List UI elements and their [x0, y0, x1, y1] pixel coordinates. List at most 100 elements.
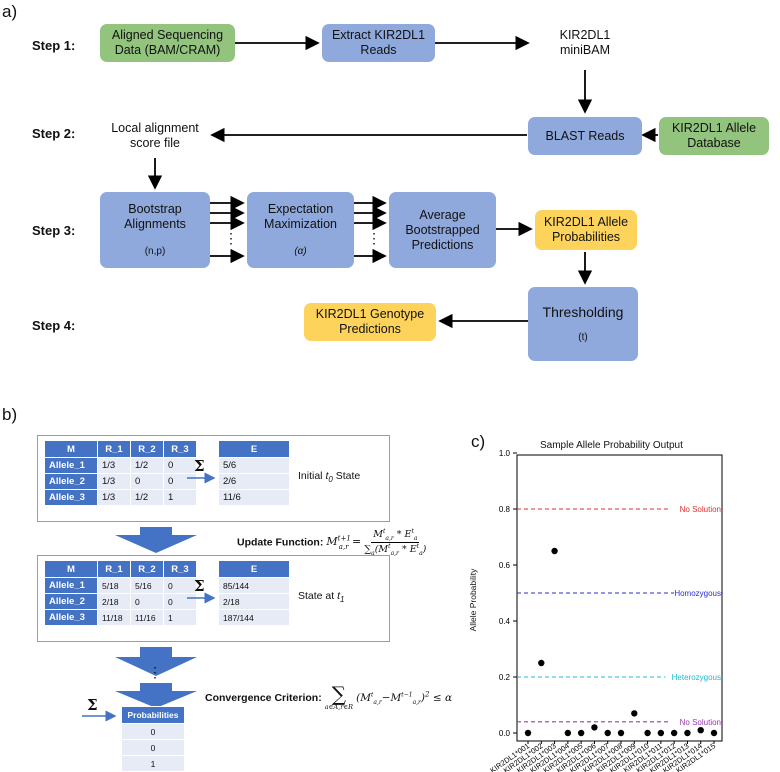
sigma-icon-2: Σ — [194, 577, 205, 595]
cell: 1 — [121, 755, 185, 772]
update-label: Update Function: — [237, 536, 324, 549]
aligned-data-box: Aligned Sequencing Data (BAM/CRAM) — [100, 24, 235, 62]
data-point — [551, 547, 558, 555]
threshold-label: No Solution — [680, 505, 721, 514]
data-point — [657, 729, 665, 737]
blast-reads-box: BLAST Reads — [528, 117, 642, 155]
data-point — [591, 724, 598, 731]
state-suffix: State — [335, 470, 361, 482]
cell: 0 — [130, 593, 164, 610]
ellipsis-b: ⋮ — [148, 664, 162, 680]
state-var: t — [337, 590, 341, 602]
cell: 2/6 — [218, 473, 290, 490]
y-tick-label: 0.4 — [499, 617, 511, 626]
thresholding-label: Thresholding — [542, 303, 624, 320]
e-table-t1: E 85/144 2/18 187/144 — [218, 560, 290, 626]
data-point — [524, 729, 532, 737]
initial-e-table: E 5/6 2/6 11/6 — [218, 440, 290, 506]
cell: 2/18 — [218, 593, 290, 610]
cell: 0 — [121, 739, 185, 756]
em-param: (α) — [294, 246, 307, 257]
panel-c-label: c) — [471, 432, 486, 451]
e-table-t0: E 5/6 2/6 11/6 — [218, 440, 290, 506]
threshold-label-bg — [669, 716, 721, 727]
bootstrap-param: (n,p) — [144, 246, 166, 257]
thresholding-param: (t) — [578, 332, 588, 344]
data-point — [564, 729, 572, 737]
ellipsis-2: ⋮ — [367, 230, 381, 246]
chart-title: Sample Allele Probability Output — [540, 440, 683, 451]
genotype-predictions-box: KIR2DL1 Genotype Predictions — [304, 303, 436, 341]
plot-frame — [516, 454, 723, 742]
cell: 11/6 — [218, 489, 290, 506]
update-fraction-icon: Mta,r * Eta ∑a(Mta,r * Eta) — [364, 528, 427, 558]
bootstrap-box: Bootstrap Alignments (n,p) — [100, 192, 210, 268]
row-header: Allele_3 — [44, 609, 98, 626]
update-lhs-icon: Mt+1a,r = — [326, 534, 362, 551]
ellipsis-1: ⋮ — [224, 230, 238, 246]
col-header: R_3 — [163, 560, 197, 578]
row-header: Allele_2 — [44, 593, 98, 610]
threshold-label-bg — [674, 588, 721, 598]
sigma-icon-3: Σ — [87, 696, 98, 714]
data-point — [644, 729, 651, 737]
cell: 1/2 — [130, 457, 164, 474]
data-point — [697, 727, 704, 734]
data-point — [684, 729, 691, 737]
state-text: State at — [298, 590, 335, 602]
y-tick-label: 0.0 — [499, 729, 511, 738]
panel-a-label: a) — [2, 2, 18, 21]
y-tick-label: 0.6 — [499, 561, 511, 570]
state-var: t — [325, 470, 329, 482]
state-text: Initial — [298, 470, 323, 482]
data-point — [710, 729, 718, 737]
score-file-label: Local alignment score file — [111, 121, 199, 150]
cell: 1/2 — [130, 489, 164, 506]
cell: 5/18 — [97, 577, 131, 594]
bootstrap-label: Bootstrap Alignments — [124, 202, 186, 231]
initial-state-frame — [37, 435, 390, 522]
cell: 1/3 — [97, 489, 131, 506]
col-header: R_2 — [130, 560, 164, 578]
panel-b-label: b) — [2, 405, 18, 424]
convergence-label: Convergence Criterion: — [205, 691, 322, 704]
probabilities-table-wrap: Probabilities 0 0 1 — [121, 706, 185, 772]
initial-state-label: Initial t0 State — [298, 470, 360, 484]
data-point — [604, 729, 611, 737]
threshold-label: Heterozygous — [672, 673, 721, 682]
col-header: Probabilities — [121, 706, 185, 724]
cell: 5/16 — [130, 577, 164, 594]
col-header: M — [44, 560, 98, 578]
t1-state-label: State at t1 — [298, 590, 345, 604]
cell: 1 — [163, 609, 197, 626]
minibam-label: KIR2DL1 miniBAM — [559, 28, 611, 57]
data-point — [577, 729, 585, 737]
cell: 1/3 — [97, 457, 131, 474]
thresholding-box: Thresholding (t) — [528, 287, 638, 361]
data-point — [670, 729, 678, 737]
threshold-label-bg — [669, 504, 721, 514]
allele-database-box: KIR2DL1 Allele Database — [659, 117, 769, 155]
step-2-label: Step 2: — [32, 126, 76, 141]
extract-reads-box: Extract KIR2DL1 Reads — [322, 24, 435, 62]
em-box: Expectation Maximization (α) — [247, 192, 354, 268]
sum-icon: ∑ a∈A,r∈R — [324, 682, 354, 711]
sigma-icon-1: Σ — [194, 457, 205, 475]
update-function: Update Function: Mt+1a,r = Mta,r * Eta ∑… — [237, 528, 426, 557]
convergence-criterion: Convergence Criterion: ∑ a∈A,r∈R (Mta,r−… — [205, 682, 452, 711]
cell: 11/16 — [130, 609, 164, 626]
data-point — [538, 659, 545, 667]
t1-e-table: E 85/144 2/18 187/144 — [218, 560, 290, 626]
threshold-label: No Solution — [680, 718, 721, 727]
data-point — [617, 729, 625, 737]
y-tick-label: 1.0 — [499, 449, 511, 458]
y-tick-label: 0.2 — [499, 673, 511, 682]
step-4-label: Step 4: — [32, 318, 76, 333]
cell: 0 — [163, 577, 197, 594]
